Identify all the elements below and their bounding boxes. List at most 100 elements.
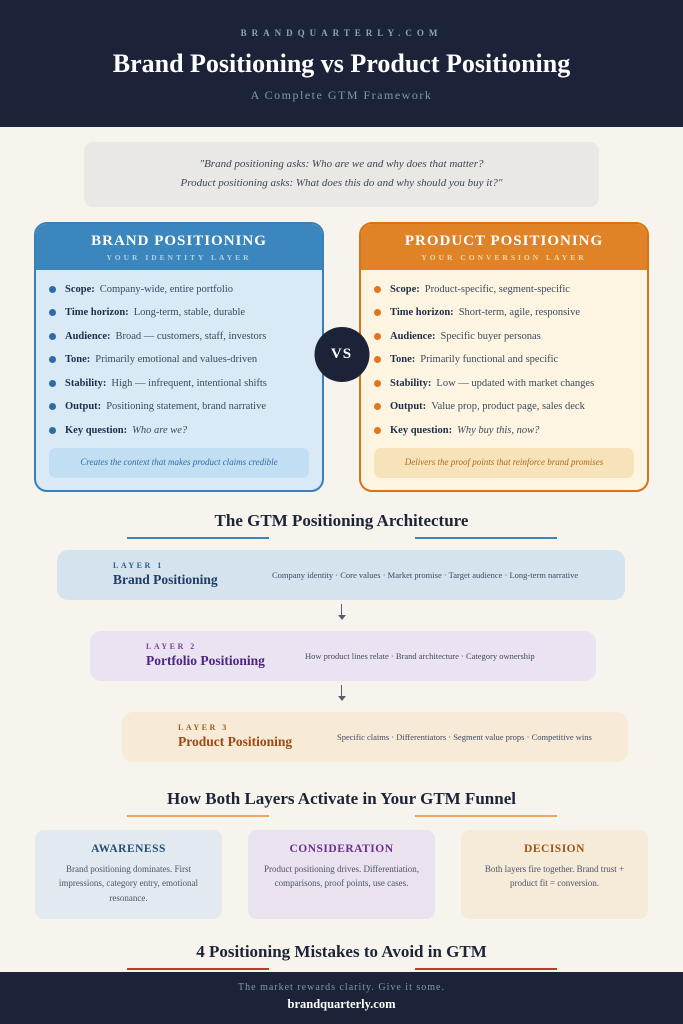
hero-header: BRANDQUARTERLY.COM Brand Positioning vs … (0, 0, 683, 127)
bullet-icon (374, 356, 381, 363)
row-label: Stability: (65, 377, 107, 389)
layer-2-tag: LAYER 2 (146, 642, 197, 652)
mistakes-title: 4 Positioning Mistakes to Avoid in GTM (196, 942, 487, 962)
row-label: Key question: (65, 424, 128, 436)
product-card-subtitle: YOUR CONVERSION LAYER (421, 252, 587, 262)
brand-card-header: BRAND POSITIONING YOUR IDENTITY LAYER (36, 223, 322, 270)
layer-1-heading: LAYER 1 Brand Positioning (57, 561, 272, 588)
row-label: Output: (390, 401, 427, 412)
row-value: Product-specific, segment-specific (424, 283, 570, 295)
down-arrow-icon (337, 603, 347, 620)
product-row-stability: Stability:Low — updated with market chan… (374, 378, 634, 389)
stage-awareness: AWARENESS Brand positioning dominates. F… (35, 829, 222, 920)
product-row-output: Output: Value prop, product page, sales d… (374, 401, 634, 412)
bullet-icon (49, 332, 56, 340)
bullet-icon (374, 403, 381, 410)
brand-row-audience: Audience: Broad — customers, staff, inves… (49, 331, 309, 342)
brand-row-key-question: Key question: Who are we? (49, 425, 309, 436)
row-label: Time horizon: (65, 307, 129, 318)
stage-consideration-title: CONSIDERATION (289, 842, 394, 855)
bullet-icon (49, 426, 56, 434)
layer-3-name: Product Positioning (178, 734, 293, 750)
product-row-tone: Tone:Primarily functional and specific (374, 354, 634, 365)
layer-2-portfolio-positioning: LAYER 2 Portfolio Positioning How produc… (90, 630, 596, 681)
footer-site-url: brandquarterly.com (287, 997, 396, 1011)
layer-1-tag: LAYER 1 (113, 561, 164, 571)
stage-awareness-text: Brand positioning dominates. First impre… (58, 863, 199, 903)
layer-3-detail: Specific claims · Differentiators · Segm… (337, 731, 592, 742)
bullet-icon (374, 332, 381, 340)
funnel-section: How Both Layers Activate in Your GTM Fun… (0, 788, 683, 920)
funnel-title: How Both Layers Activate in Your GTM Fun… (167, 788, 516, 808)
bullet-icon (374, 426, 381, 434)
row-value: Positioning statement, brand narrative (106, 401, 266, 412)
title-underline (0, 968, 683, 971)
row-label: Audience: (65, 330, 111, 342)
row-value: Value prop, product page, sales deck (431, 401, 585, 412)
quote-line-1: "Brand positioning asks: Who are we and … (199, 158, 484, 170)
stage-consideration: CONSIDERATION Product positioning drives… (248, 829, 435, 920)
row-label: Scope: (390, 283, 420, 295)
brand-row-tone: Tone: Primarily emotional and values-driv… (49, 354, 309, 365)
architecture-title: The GTM Positioning Architecture (214, 510, 469, 530)
brand-row-stability: Stability: High — infrequent, intentional… (49, 378, 309, 389)
brand-positioning-card: BRAND POSITIONING YOUR IDENTITY LAYER Sc… (34, 221, 324, 492)
stage-awareness-title: AWARENESS (91, 842, 166, 855)
comparison-section: BRAND POSITIONING YOUR IDENTITY LAYER Sc… (0, 221, 683, 492)
row-value: Specific buyer personas (440, 330, 541, 342)
quote-line-2: Product positioning asks: What does this… (180, 177, 503, 190)
bullet-icon (49, 403, 56, 410)
stage-consideration-text: Product positioning drives. Differentiat… (263, 863, 420, 889)
row-value: Primarily emotional and values-driven (95, 354, 258, 365)
row-value: Broad — customers, staff, investors (115, 330, 267, 342)
row-label: Key question: (390, 424, 453, 436)
funnel-stages: AWARENESS Brand positioning dominates. F… (0, 829, 683, 920)
brand-card-subtitle: YOUR IDENTITY LAYER (106, 252, 252, 262)
bullet-icon (374, 309, 381, 316)
layer-3-heading: LAYER 3 Product Positioning (122, 723, 337, 750)
architecture-section: The GTM Positioning Architecture LAYER 1… (0, 511, 683, 762)
bullet-icon (49, 285, 56, 293)
brand-card-footnote: Creates the context that makes product c… (49, 448, 309, 478)
product-row-scope: Scope: Product-specific, segment-specific (374, 284, 634, 295)
bullet-icon (49, 379, 56, 387)
title-underline (0, 536, 683, 539)
row-value: Short-term, agile, responsive (458, 307, 580, 318)
row-value: Low — updated with market changes (436, 377, 595, 389)
row-label: Audience: (390, 330, 436, 342)
footer-tagline: The market rewards clarity. Give it some… (238, 982, 445, 993)
row-value: Company-wide, entire portfolio (99, 283, 234, 295)
layer-1-brand-positioning: LAYER 1 Brand Positioning Company identi… (57, 549, 625, 600)
quote-box: "Brand positioning asks: Who are we and … (84, 142, 599, 207)
page-title: Brand Positioning vs Product Positioning (112, 49, 571, 78)
product-card-body: Scope: Product-specific, segment-specific… (361, 270, 647, 490)
layer-2-heading: LAYER 2 Portfolio Positioning (90, 642, 305, 669)
row-label: Tone: (65, 354, 91, 365)
down-arrow-icon (337, 684, 347, 701)
product-card-header: PRODUCT POSITIONING YOUR CONVERSION LAYE… (361, 223, 647, 270)
bullet-icon (49, 309, 56, 316)
row-value: Who are we? (132, 424, 188, 436)
product-card-title: PRODUCT POSITIONING (404, 232, 604, 249)
row-value: Why buy this, now? (457, 424, 540, 436)
stage-decision-text: Both layers fire together. Brand trust +… (484, 863, 625, 889)
product-row-audience: Audience: Specific buyer personas (374, 331, 634, 342)
brand-row-output: Output:Positioning statement, brand narr… (49, 401, 309, 412)
product-card-footnote: Delivers the proof points that reinforce… (374, 448, 634, 478)
layer-1-name: Brand Positioning (113, 572, 218, 588)
row-label: Tone: (390, 354, 416, 365)
layer-3-product-positioning: LAYER 3 Product Positioning Specific cla… (122, 711, 628, 762)
bullet-icon (49, 356, 56, 363)
product-row-key-question: Key question: Why buy this, now? (374, 425, 634, 436)
layer-3-tag: LAYER 3 (178, 723, 229, 733)
page-footer: The market rewards clarity. Give it some… (0, 972, 683, 1024)
product-row-time-horizon: Time horizon:Short-term, agile, responsi… (374, 307, 634, 318)
bullet-icon (374, 379, 381, 387)
row-value: High — infrequent, intentional shifts (111, 377, 267, 389)
brand-card-body: Scope:Company-wide, entire portfolio Tim… (36, 270, 322, 490)
layer-2-name: Portfolio Positioning (146, 653, 265, 669)
stage-decision-title: DECISION (524, 842, 585, 855)
title-underline (0, 814, 683, 817)
site-url-top: BRANDQUARTERLY.COM (240, 28, 443, 38)
